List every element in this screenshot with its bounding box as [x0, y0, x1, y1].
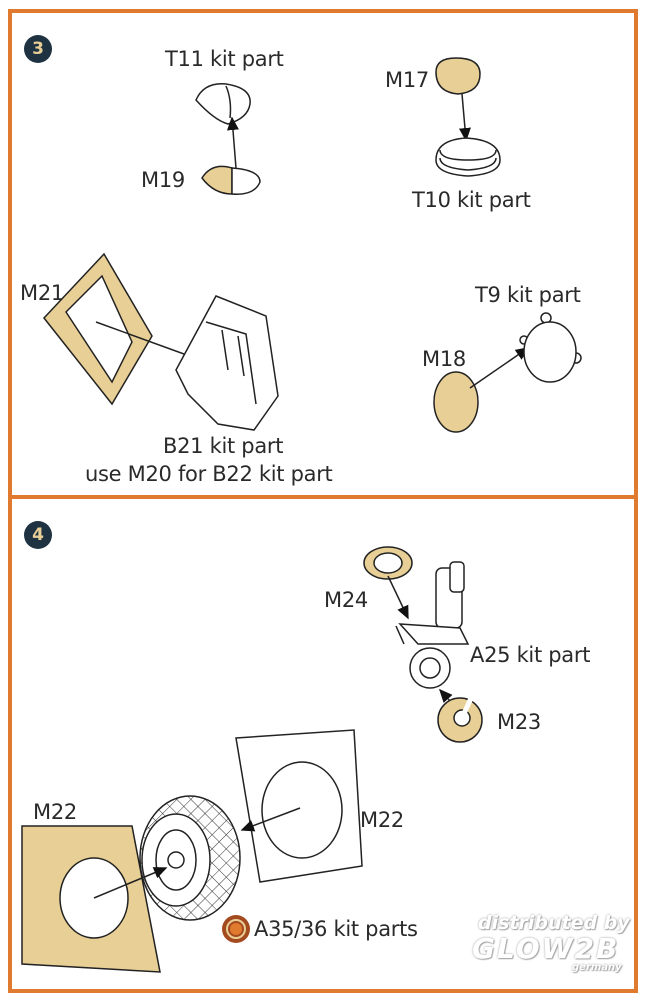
label-t11: T11 kit part [165, 47, 284, 71]
label-m22-right: M22 [360, 808, 404, 832]
a25-part-drawing [395, 561, 470, 689]
label-m23: M23 [497, 710, 541, 734]
t11-part-drawing [195, 83, 251, 125]
b21-part-drawing [175, 295, 279, 431]
repeat-twice-icon [222, 915, 250, 943]
t10-part-drawing [435, 137, 501, 177]
label-m18: M18 [422, 347, 466, 371]
watermark-country: germany [572, 962, 622, 973]
wheel-drawing [139, 795, 241, 921]
m22-right-mask [235, 729, 363, 883]
arrow-m24 [387, 575, 409, 620]
m18-mask [433, 371, 479, 433]
label-m17: M17 [385, 68, 429, 92]
m21-mask [43, 252, 153, 406]
arrow-m22-left [93, 867, 168, 899]
watermark-distributed-by: distributed by [478, 912, 630, 934]
label-t9: T9 kit part [475, 283, 581, 307]
label-a35: A35/36 kit parts [254, 917, 418, 941]
label-m21: M21 [20, 281, 64, 305]
step-4-badge: 4 [24, 521, 52, 549]
m24-mask [363, 546, 413, 580]
m19-mask [201, 165, 261, 195]
arrow-m17 [458, 93, 471, 142]
label-m24: M24 [324, 588, 368, 612]
label-m19: M19 [141, 168, 185, 192]
label-t10: T10 kit part [412, 188, 531, 212]
step-3-badge: 3 [24, 35, 52, 63]
label-b22-note: use M20 for B22 kit part [85, 462, 333, 486]
label-b21: B21 kit part [163, 434, 284, 458]
step-divider [8, 495, 638, 499]
t9-part-drawing [519, 312, 582, 383]
arrow-m18 [469, 347, 530, 389]
watermark-brand: GLOW2B [472, 932, 620, 965]
instruction-frame [8, 9, 638, 993]
arrow-m19 [226, 116, 239, 169]
label-m22-left: M22 [33, 800, 77, 824]
arrow-m22-right [240, 807, 301, 832]
m22-left-mask [21, 825, 161, 973]
m23-mask [437, 694, 483, 743]
m17-mask [435, 57, 481, 95]
label-a25: A25 kit part [470, 643, 591, 667]
